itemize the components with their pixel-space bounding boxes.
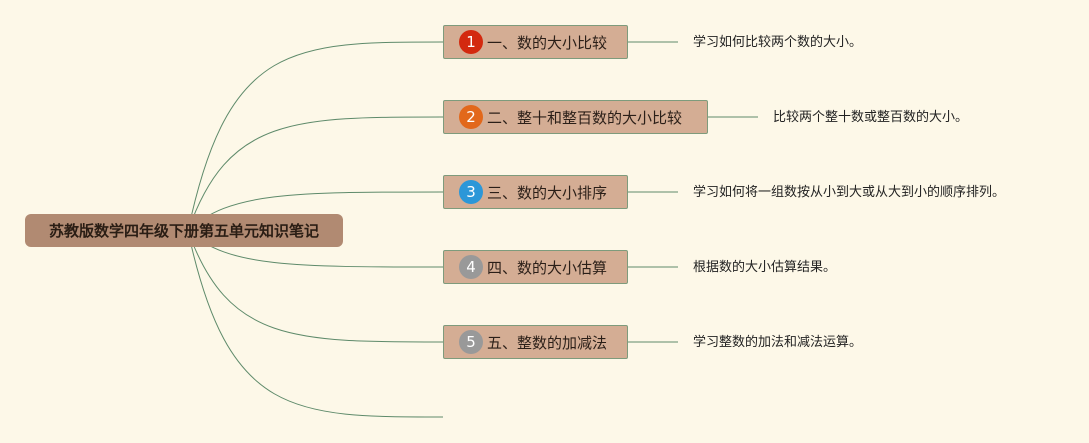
topic-1[interactable]: 1 一、数的大小比较	[443, 25, 628, 59]
topic-5-note: 学习整数的加法和减法运算。	[693, 335, 863, 350]
topic-2-label: 二、整十和整百数的大小比较	[487, 108, 683, 127]
number-3-icon: 3	[459, 180, 483, 204]
topic-2-note: 比较两个整十数或整百数的大小。	[773, 110, 969, 125]
topic-2[interactable]: 2 二、整十和整百数的大小比较	[443, 100, 708, 134]
topic-1-note: 学习如何比较两个数的大小。	[693, 35, 863, 50]
number-1-icon: 1	[459, 30, 483, 54]
root-topic-label: 苏教版数学四年级下册第五单元知识笔记	[48, 222, 319, 240]
number-4-icon: 4	[459, 255, 483, 279]
root-topic[interactable]: 苏教版数学四年级下册第五单元知识笔记	[25, 214, 343, 247]
branch-line-2	[187, 116, 444, 232]
topic-5[interactable]: 5 五、整数的加减法	[443, 325, 628, 359]
branch-line-1	[187, 41, 444, 232]
topic-4-note: 根据数的大小估算结果。	[693, 260, 837, 275]
empty-branch-line	[187, 230, 444, 418]
topic-3-label: 三、数的大小排序	[487, 183, 608, 202]
topic-4[interactable]: 4 四、数的大小估算	[443, 250, 628, 284]
topic-5-label: 五、整数的加减法	[487, 333, 608, 352]
topic-3[interactable]: 3 三、数的大小排序	[443, 175, 628, 209]
number-5-icon: 5	[459, 330, 483, 354]
topic-3-note: 学习如何将一组数按从小到大或从大到小的顺序排列。	[693, 185, 1006, 200]
branch-line-5	[187, 230, 444, 343]
number-2-icon: 2	[459, 105, 483, 129]
topic-4-label: 四、数的大小估算	[487, 258, 608, 277]
topic-1-label: 一、数的大小比较	[487, 33, 608, 52]
